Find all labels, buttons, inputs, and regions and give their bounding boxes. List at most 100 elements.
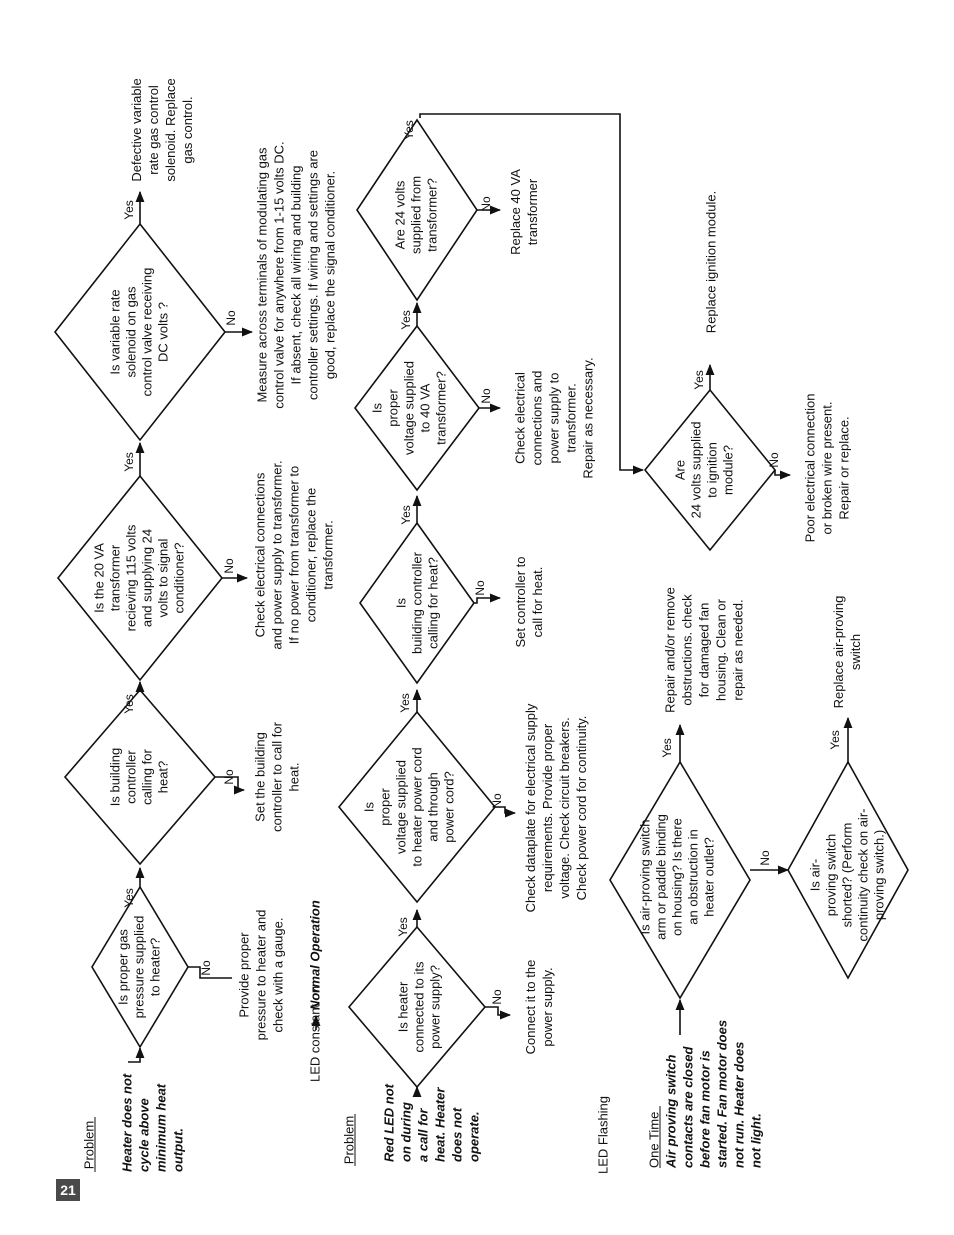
decision-text-line: an obstruction in [685,829,700,924]
no-label-line: No [473,580,487,596]
decision-text-line: proper [385,389,400,427]
loop-connector [419,113,645,475]
decision-text-line: and supplying 24 [139,529,154,627]
action-text-line: gas control. [180,96,195,163]
action-text-line: voltage. Check circuit breakers. [557,717,572,898]
action-text-line: power supply. [540,967,555,1046]
action-text-line: and power supply to transformer. [269,460,284,649]
no-label: No [490,989,504,1005]
decision-text-line: pressure supplied [131,916,146,1019]
action-text-line: Check dataplate for electrical supply [523,703,538,912]
heading-one-time: One Time [646,1112,661,1168]
no-label-line: No [490,989,504,1005]
connector-arrow [474,593,502,604]
yes-label-line: Yes [660,738,674,758]
action-text-line: Repair and/or remove [662,587,677,713]
decision-text-line: calling for heat? [425,557,440,649]
decision-20va-transformer [56,474,224,682]
decision-proper-voltage-cord [337,710,497,904]
yes-label-line: Yes [398,693,412,713]
no-label: No [473,580,487,596]
decision-text-line: proper [377,788,392,826]
action-text-line: call for heat. [530,567,545,638]
action-text-line: Measure across terminals of modulating g… [254,147,269,403]
action-text-line: controller settings. If wiring and setti… [305,150,320,400]
action-text-line: Check electrical [512,372,527,464]
heading-led-flashing-line: LED Flashing [595,1096,610,1174]
action-text-line: Connect it to the [523,960,538,1055]
flowchart-shapes [53,113,909,1172]
decision-text-line: building controller [409,551,424,654]
decision-text-line: Are [672,460,687,480]
yes-label-line: Yes [828,730,842,750]
action-text-line: Set the building [252,732,267,822]
decision-text-line: Is air- [807,859,822,892]
yes-label-line: Yes [122,200,136,220]
problem-text-line: does not [449,1107,464,1162]
action-text-line: check with a gauge. [270,918,285,1033]
heading-led-flashing: LED Flashing [595,1096,610,1174]
yes-label-line: Yes [122,888,136,908]
decision-text-line: Is [393,597,408,608]
yes-label: Yes [828,730,842,750]
decision-text-line: calling for [139,749,154,805]
decision-text-line: heater outlet? [701,837,716,917]
connector-arrow [188,966,232,979]
action-text: Measure across terminals of modulating g… [254,141,337,408]
decision-text-line: to ignition [704,442,719,498]
yes-label-line: Yes [692,370,706,390]
decision-text-line: power cord? [441,771,456,843]
action-text-line: controller to call for [269,721,284,831]
decision-text-line: continuity check on air- [855,809,870,942]
problem-text-line: minimum heat [153,1083,168,1172]
action-text-line: good, replace the signal conditioner. [322,171,337,379]
heading-problem-line: Problem [81,1121,96,1169]
decision-text-line: power supply? [427,965,442,1049]
no-label-line: No [479,196,493,212]
heading-problem: Problem [81,1121,96,1169]
decision-text-line: Are 24 volts [392,180,407,249]
decision-text-line: Is the 20 VA [91,543,106,613]
no-label-line: No [479,388,493,404]
problem-text-line: not run. Heater does [731,1042,746,1168]
heading-normal-operation-line: Normal Operation [307,900,322,1010]
no-label-line: No [224,310,238,326]
decision-40va-voltage [353,324,481,492]
decision-text-line: module? [720,445,735,495]
action-text-line: transformer [525,178,540,245]
no-label: No [767,452,781,468]
entry-arrow-row1 [128,1046,145,1063]
problem-text-line: output. [170,1128,185,1172]
no-label-line: No [199,960,213,976]
yes-label: Yes [402,120,416,140]
no-label: No [479,388,493,404]
decision-text-line: conditioner? [171,543,186,614]
action-text-line: Repair as necessary. [580,357,595,478]
decision-text-line: Is air-proving switch [637,820,652,935]
decision-text-line: transformer? [424,178,439,252]
yes-label: Yes [399,310,413,330]
action-text-line: or broken wire present. [819,402,834,535]
no-label-line: No [222,769,236,785]
decision-text-line: control valve receiving [139,268,154,397]
decision-text-line: shorted? (Perform [839,823,854,928]
decision-24-volts-ignition [643,388,777,552]
decision-text-line: Is building [107,748,122,807]
problem-text-line: Red LED not [381,1083,396,1162]
